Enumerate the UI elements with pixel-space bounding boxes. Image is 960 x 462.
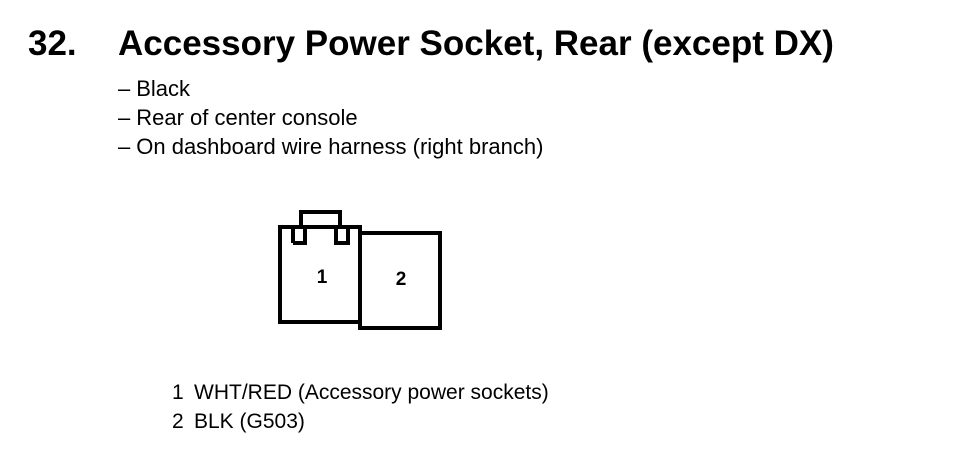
pin-row: 1 WHT/RED (Accessory power sockets): [172, 378, 549, 407]
detail-dash: –: [118, 134, 131, 159]
cavity-1-label: 1: [317, 267, 328, 288]
heading-title: Accessory Power Socket, Rear (except DX): [118, 24, 834, 63]
pin-list: 1 WHT/RED (Accessory power sockets) 2 BLK …: [172, 378, 549, 436]
detail-dash: –: [118, 105, 131, 130]
detail-text: Black: [136, 76, 191, 101]
detail-text: On dashboard wire harness (right branch): [136, 134, 544, 159]
heading-number: 32.: [28, 24, 77, 63]
connector-diagram: 1 2: [278, 210, 442, 330]
pin-number: 1: [172, 381, 184, 404]
connector-details: –Black –Rear of center console –On dashb…: [118, 74, 543, 161]
locking-tab-inner: [291, 225, 350, 245]
cavity-2-outline: [358, 231, 442, 330]
locking-tab: [299, 210, 342, 229]
cavity-2-label: 2: [396, 269, 407, 290]
detail-dash: –: [118, 76, 131, 101]
pin-number: 2: [172, 410, 184, 433]
pin-description: WHT/RED (Accessory power sockets): [194, 381, 549, 404]
detail-location: –Rear of center console: [118, 103, 543, 132]
detail-color: –Black: [118, 74, 543, 103]
pin-row: 2 BLK (G503): [172, 407, 549, 436]
detail-harness: –On dashboard wire harness (right branch…: [118, 132, 543, 161]
pin-description: BLK (G503): [194, 410, 305, 433]
detail-text: Rear of center console: [136, 105, 358, 130]
